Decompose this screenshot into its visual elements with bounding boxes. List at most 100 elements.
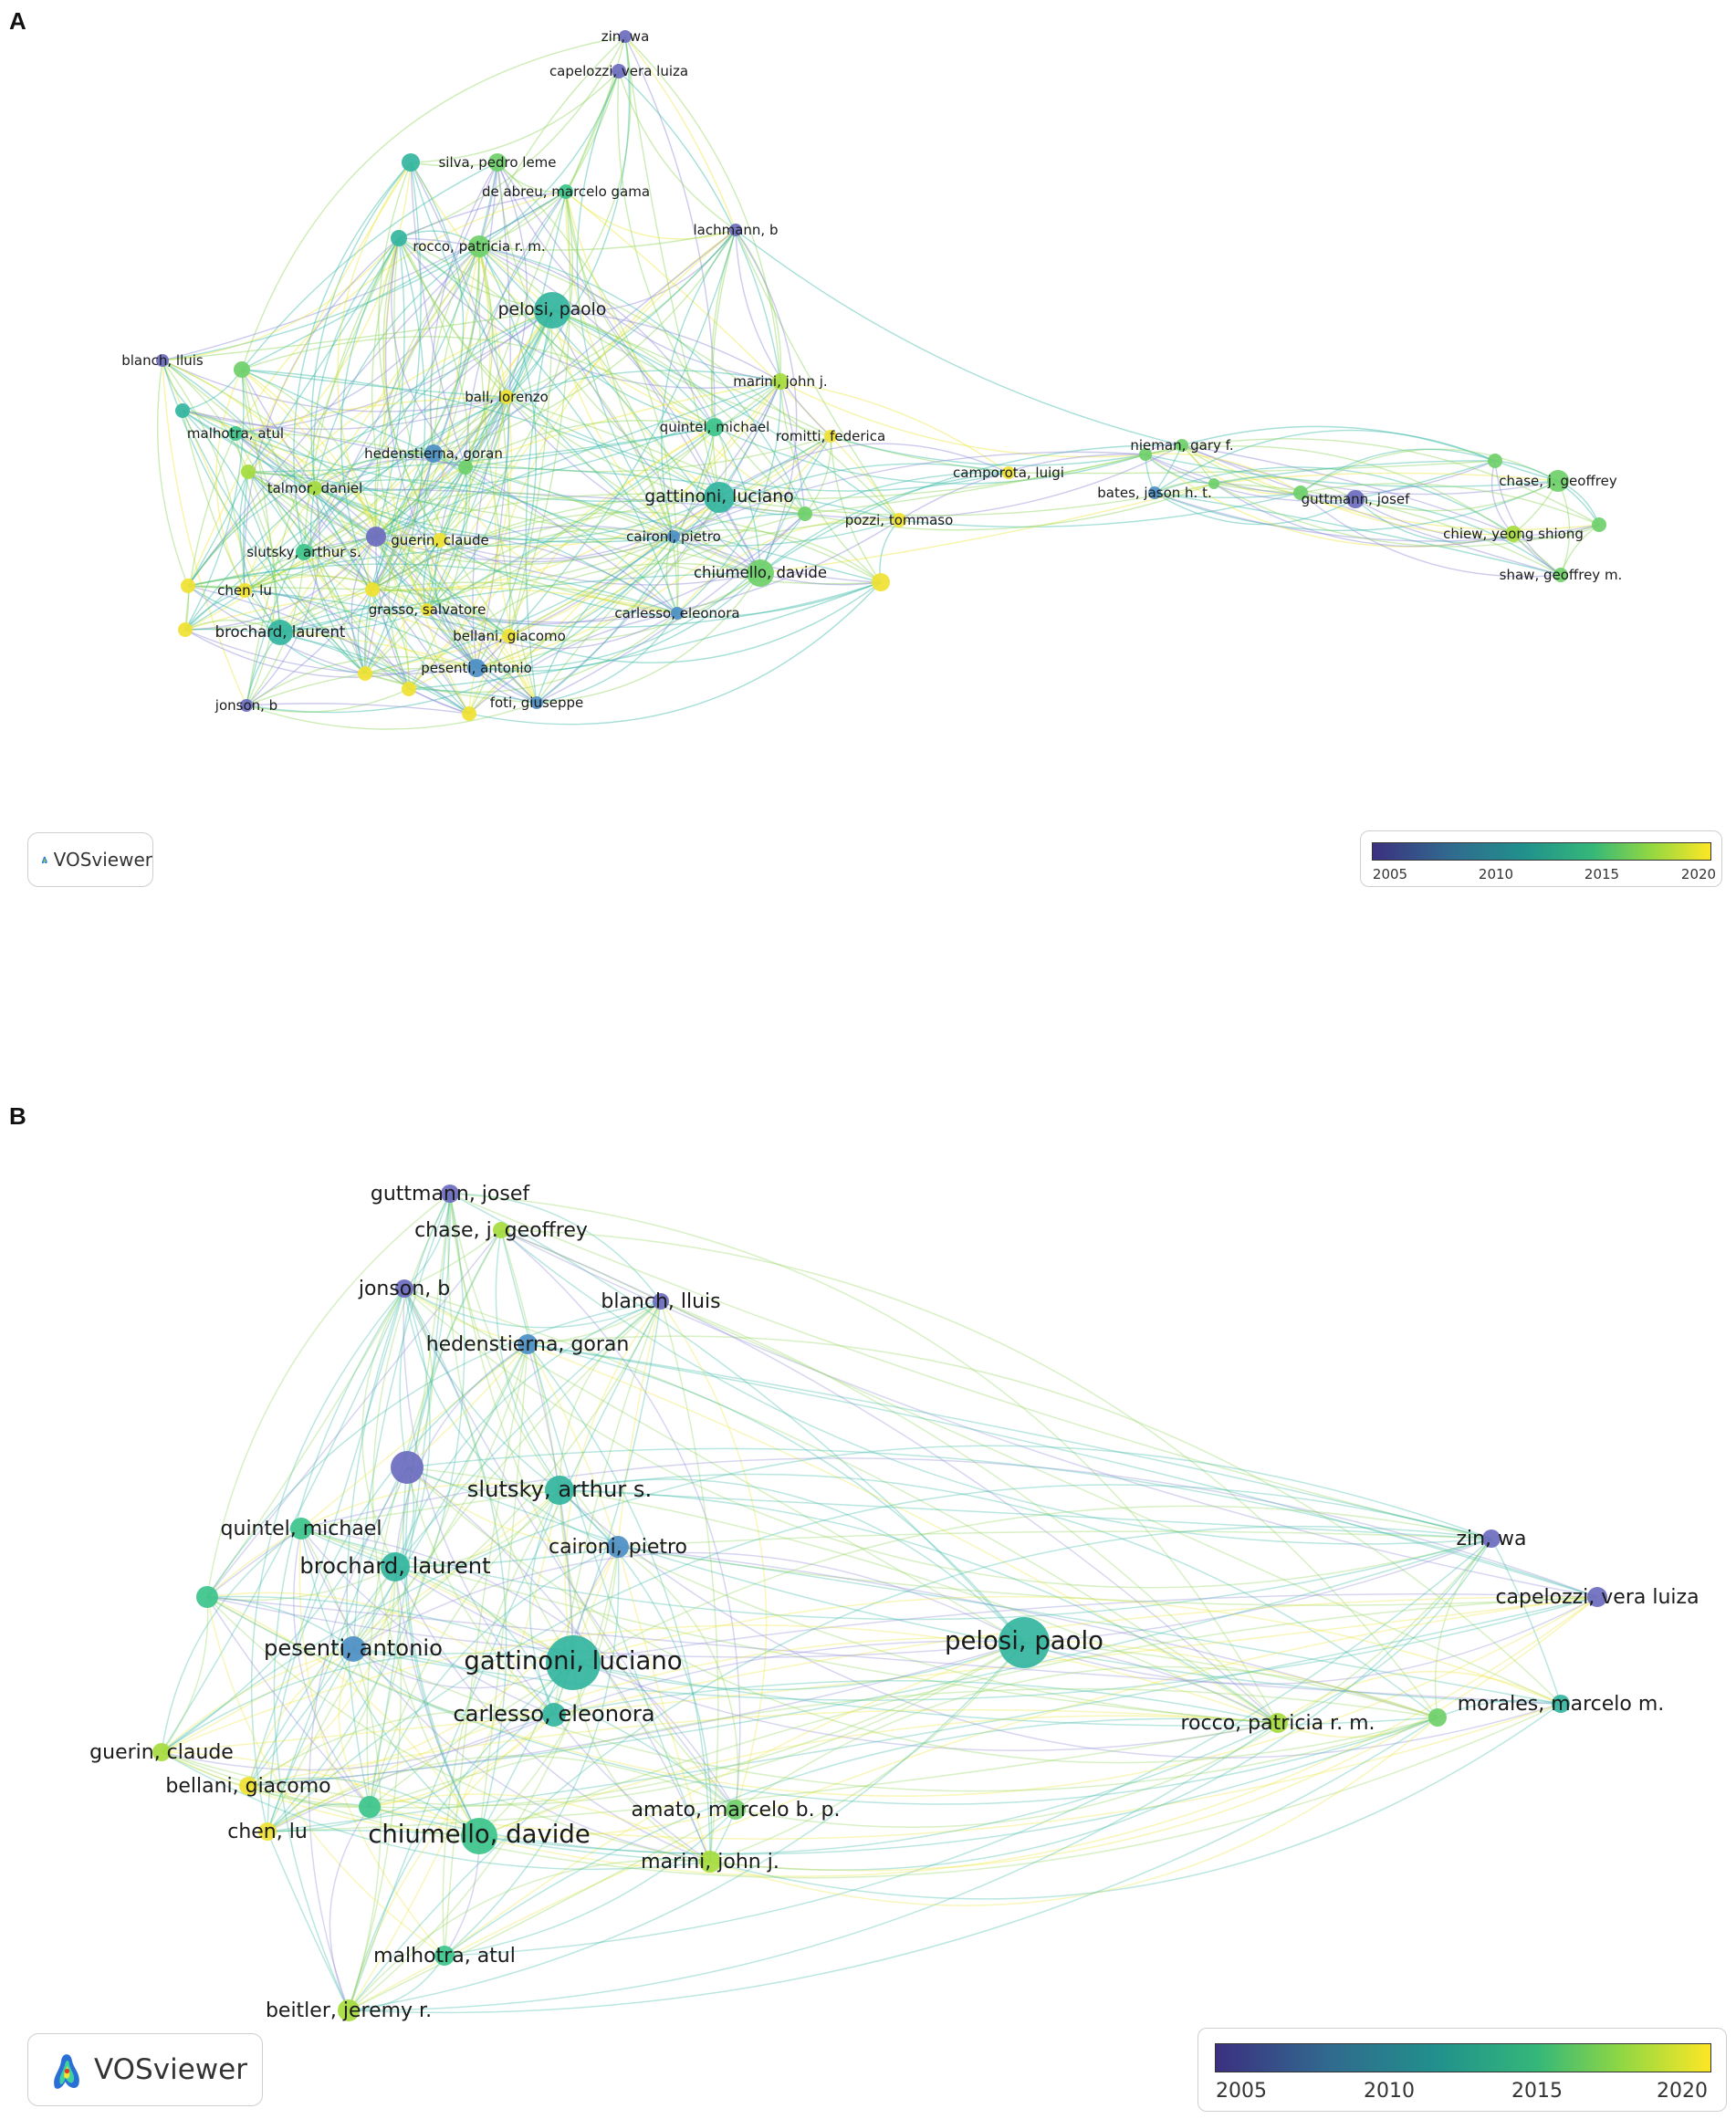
author-node-hedenstierna-goran[interactable] bbox=[424, 444, 443, 463]
author-node-morales-marcelo-m-[interactable] bbox=[1552, 1695, 1570, 1713]
author-label: pesenti, antonio bbox=[264, 1635, 443, 1661]
author-node-shaw-geoffrey-m-[interactable] bbox=[1553, 568, 1568, 582]
author-node-chen-lu[interactable] bbox=[258, 1822, 277, 1841]
author-node-brochard-laurent[interactable] bbox=[381, 1552, 410, 1581]
author-node[interactable] bbox=[391, 1451, 424, 1484]
author-node-rocco-patricia-r-m-[interactable] bbox=[1268, 1713, 1288, 1733]
author-node-beitler-jeremy-r-[interactable] bbox=[338, 1999, 360, 2021]
author-node-nieman-gary-f-[interactable] bbox=[1176, 439, 1188, 452]
author-node-bellani-giacomo[interactable] bbox=[502, 629, 517, 643]
author-node[interactable] bbox=[462, 706, 476, 721]
coauthor-link bbox=[433, 453, 761, 574]
author-node-talmor-daniel[interactable] bbox=[308, 481, 322, 496]
author-node-carlesso-eleonora[interactable] bbox=[671, 607, 684, 620]
author-node-zin-wa[interactable] bbox=[619, 30, 632, 43]
author-node-pelosi-paolo[interactable] bbox=[999, 1617, 1050, 1668]
author-node[interactable] bbox=[181, 579, 195, 593]
author-node-chen-lu[interactable] bbox=[237, 583, 252, 598]
author-node-malhotra-atul[interactable] bbox=[228, 426, 243, 441]
author-node[interactable] bbox=[1592, 517, 1606, 532]
author-node-pesenti-antonio[interactable] bbox=[467, 659, 486, 677]
coauthor-link bbox=[364, 245, 491, 674]
author-node-jonson-b[interactable] bbox=[240, 699, 253, 712]
author-node-chiumello-davide[interactable] bbox=[461, 1818, 497, 1854]
author-node-romitti-federica[interactable] bbox=[824, 430, 837, 443]
author-node-foti-giuseppe[interactable] bbox=[530, 696, 543, 709]
coauthor-link bbox=[551, 309, 1009, 474]
author-node[interactable] bbox=[402, 682, 416, 696]
author-node-ball-lorenzo[interactable] bbox=[499, 390, 514, 404]
coauthor-link bbox=[350, 536, 377, 674]
author-node-caironi-pietro[interactable] bbox=[667, 530, 680, 543]
author-node-lachmann-b[interactable] bbox=[729, 224, 742, 236]
author-node-capelozzi-vera-luiza[interactable] bbox=[612, 64, 626, 78]
author-node-caironi-pietro[interactable] bbox=[607, 1536, 629, 1558]
author-node[interactable] bbox=[358, 666, 372, 681]
author-node-guerin-claude[interactable] bbox=[152, 1743, 171, 1761]
author-node-chase-j-geoffrey[interactable] bbox=[493, 1222, 509, 1238]
author-node-zin-wa[interactable] bbox=[1482, 1529, 1501, 1548]
author-node-bates-jason-h-t-[interactable] bbox=[1148, 486, 1161, 499]
author-node-chiew-yeong-shiong[interactable] bbox=[1505, 526, 1522, 542]
author-node[interactable] bbox=[234, 361, 250, 378]
author-node[interactable] bbox=[175, 403, 190, 418]
author-node-hedenstierna-goran[interactable] bbox=[518, 1334, 538, 1354]
author-node-amato-marcelo-b-p-[interactable] bbox=[726, 1800, 746, 1820]
author-node[interactable] bbox=[1428, 1708, 1447, 1727]
coauthor-link bbox=[374, 245, 480, 538]
author-node[interactable] bbox=[798, 506, 812, 521]
legend-tick-b-2020: 2020 bbox=[1657, 2080, 1708, 2103]
author-node-jonson-b[interactable] bbox=[395, 1279, 413, 1298]
author-node[interactable] bbox=[241, 465, 256, 479]
author-node-malhotra-atul[interactable] bbox=[434, 1946, 455, 1966]
author-node[interactable] bbox=[391, 230, 407, 246]
author-node-gattinoni-luciano[interactable] bbox=[546, 1635, 601, 1690]
author-node-gattinoni-luciano[interactable] bbox=[704, 482, 735, 513]
author-node[interactable] bbox=[359, 1796, 381, 1818]
author-node-guttmann-josef[interactable] bbox=[1346, 490, 1365, 508]
author-node[interactable] bbox=[178, 622, 193, 637]
author-node-carlesso-eleonora[interactable] bbox=[542, 1703, 566, 1727]
coauthor-link bbox=[478, 1596, 1598, 1837]
author-node-slutsky-arthur-s-[interactable] bbox=[545, 1476, 574, 1505]
author-node-rocco-patricia-r-m-[interactable] bbox=[468, 235, 490, 257]
author-node[interactable] bbox=[1208, 478, 1219, 489]
author-node-capelozzi-vera-luiza[interactable] bbox=[1587, 1587, 1607, 1607]
author-node-chase-j-geoffrey[interactable] bbox=[1547, 470, 1569, 492]
author-node[interactable] bbox=[458, 460, 473, 475]
author-node-de-abreu-marcelo-gama[interactable] bbox=[559, 184, 573, 199]
author-node-pesenti-antonio[interactable] bbox=[340, 1636, 366, 1662]
author-node-silva-pedro-leme[interactable] bbox=[488, 153, 507, 172]
author-node-marini-john-j-[interactable] bbox=[772, 373, 789, 390]
author-node-marini-john-j-[interactable] bbox=[699, 1851, 721, 1873]
author-node-quintel-michael[interactable] bbox=[706, 418, 724, 436]
author-node-guerin-claude[interactable] bbox=[433, 533, 447, 548]
author-node-bellani-giacomo[interactable] bbox=[239, 1777, 257, 1795]
author-node-pozzi-tommaso[interactable] bbox=[892, 513, 906, 527]
coauthor-link bbox=[303, 245, 480, 553]
author-node-camporota-luigi[interactable] bbox=[1002, 466, 1015, 479]
author-node-blanch-lluis[interactable] bbox=[156, 354, 169, 367]
author-node[interactable] bbox=[402, 153, 420, 172]
author-node-chiumello-davide[interactable] bbox=[747, 559, 774, 587]
coauthor-link bbox=[371, 381, 781, 591]
author-node-guttmann-josef[interactable] bbox=[441, 1185, 459, 1203]
author-node[interactable] bbox=[872, 573, 890, 591]
author-node-grasso-salvatore[interactable] bbox=[421, 603, 434, 616]
author-node-pelosi-paolo[interactable] bbox=[534, 292, 570, 329]
author-node[interactable] bbox=[365, 582, 380, 597]
author-node-slutsky-arthur-s-[interactable] bbox=[296, 544, 312, 560]
author-node[interactable] bbox=[1139, 448, 1152, 461]
author-node-quintel-michael[interactable] bbox=[290, 1518, 312, 1540]
coauthor-link bbox=[403, 1288, 507, 1837]
coauthor-link bbox=[1145, 454, 1496, 496]
coauthor-link bbox=[246, 471, 277, 706]
author-node[interactable] bbox=[366, 527, 386, 547]
author-node[interactable] bbox=[196, 1586, 218, 1608]
author-node[interactable] bbox=[1488, 454, 1502, 468]
author-node-blanch-lluis[interactable] bbox=[653, 1293, 669, 1310]
coauthor-link bbox=[426, 245, 480, 611]
vosviewer-logo-icon bbox=[42, 856, 47, 864]
author-node-brochard-laurent[interactable] bbox=[267, 620, 293, 645]
author-node[interactable] bbox=[1293, 485, 1308, 500]
